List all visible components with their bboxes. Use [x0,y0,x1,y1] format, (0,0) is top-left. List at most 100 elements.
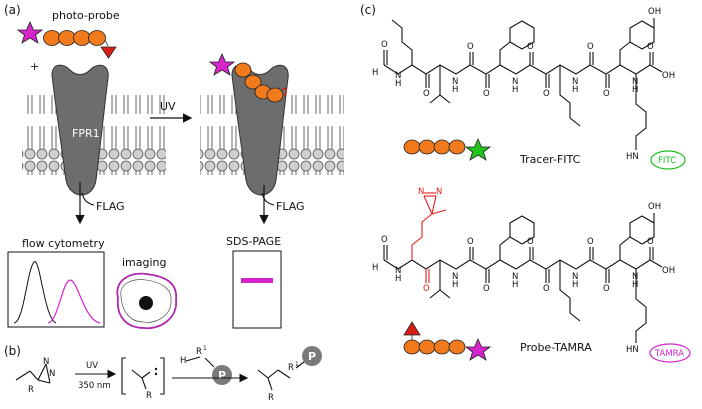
star-icon [208,53,236,76]
svg-text:H: H [395,274,401,284]
svg-text:N: N [512,77,518,87]
h-label: H [180,356,186,366]
svg-text:H: H [372,68,378,78]
svg-text:O: O [483,284,490,294]
svg-text:O: O [381,235,388,245]
svg-text:O: O [603,284,610,294]
svg-text:O: O [647,237,654,247]
svg-text:O: O [603,89,610,99]
histogram-control [13,261,57,324]
star-icon [464,138,492,161]
imaging-cell [116,272,177,330]
svg-text:O: O [467,237,474,247]
diazirine-structure: N N R [15,357,55,395]
plus-sign: + [30,60,39,73]
svg-text:H: H [512,85,518,95]
svg-text:N: N [418,187,424,197]
svg-text:O: O [483,89,490,99]
probe-tamra-peptide: O H N H O O O O O O O N H N H N H N H O … [372,187,691,363]
tracer-fitc-peptide: O H H N O O O O O O O N H N H N H N H O … [372,7,686,170]
svg-text:O: O [467,42,474,52]
photo-probe-molecule [16,21,117,59]
svg-text:O: O [527,237,534,247]
probe-tamra-glyph [403,321,492,361]
svg-text:O: O [423,89,430,99]
svg-text:N: N [632,272,638,282]
svg-text:O: O [423,284,430,294]
svg-text:N: N [49,369,55,379]
bound-probe [208,53,287,103]
svg-text:O: O [381,40,388,50]
panel-c-label: (c) [360,3,376,17]
svg-text:O: O [647,42,654,52]
svg-text:HN: HN [626,152,639,162]
svg-text:N: N [395,71,401,81]
svg-text:N: N [512,272,518,282]
receptor-left [51,64,109,196]
photo-probe-label: photo-probe [52,9,120,22]
imaging-label: imaging [122,256,167,269]
svg-text:N: N [395,266,401,276]
star-icon [464,338,492,361]
svg-text:N: N [572,77,578,87]
flag-tail-left [81,192,95,206]
sds-page-band [241,278,273,283]
receptor-label-left: FPR1 [72,127,100,140]
svg-text:OH: OH [662,266,675,276]
flag-label-right: FLAG [276,200,305,213]
panel-a-label: (a) [4,3,21,17]
svg-text:H: H [572,280,578,290]
svg-text:OH: OH [648,202,661,212]
svg-text:P: P [218,369,226,382]
svg-text:OH: OH [662,71,675,81]
svg-text:N: N [436,187,442,197]
svg-text:R: R [288,363,294,373]
svg-text:R: R [196,347,202,357]
svg-text:TAMRA: TAMRA [654,349,684,359]
svg-text:H: H [632,85,638,95]
svg-text:O: O [543,89,550,99]
svg-text:N: N [43,357,49,367]
svg-text:N: N [572,272,578,282]
svg-text:H: H [632,280,638,290]
uv-reaction-label: UV [86,361,98,371]
protein-icon [212,365,232,385]
fitc-tag [650,150,686,170]
flag-tail-right [261,192,275,206]
flow-cytometry-label: flow cytometry [22,237,105,250]
svg-text:R: R [146,391,152,401]
svg-text:H: H [452,280,458,290]
bead-3 [73,30,91,46]
r-group-label: R [28,385,34,395]
histogram-probe [47,279,101,324]
protein-icon [302,346,322,366]
tracer-fitc-glyph [403,138,492,161]
svg-text:HN: HN [626,345,639,355]
svg-text:N: N [452,272,458,282]
svg-text:H: H [372,263,378,273]
svg-text:O: O [527,42,534,52]
tamra-tag [649,343,691,363]
diazirine-triangle-icon [100,46,117,59]
svg-text:R: R [268,393,274,403]
panel-b-label: (b) [4,344,21,358]
sds-page-gel [232,250,282,329]
star-icon [16,21,44,44]
svg-text:N: N [452,77,458,87]
svg-text:FITC: FITC [658,156,676,166]
svg-text:H: H [395,79,401,89]
bead-1 [43,30,61,46]
svg-text:O: O [543,284,550,294]
diazirine-triangle-icon [403,321,421,336]
wavelength-label: 350 nm [78,381,111,391]
imaging-nucleus [139,296,153,310]
insertion-product: R R 1 P [257,346,322,403]
bead-4 [88,30,106,46]
bead-2 [58,30,76,46]
svg-text:OH: OH [648,7,661,17]
svg-text:1: 1 [295,361,299,368]
tracer-fitc-label: Tracer-FITC [519,153,581,166]
svg-text:O: O [587,42,594,52]
flow-cytometry-plot [7,251,105,328]
